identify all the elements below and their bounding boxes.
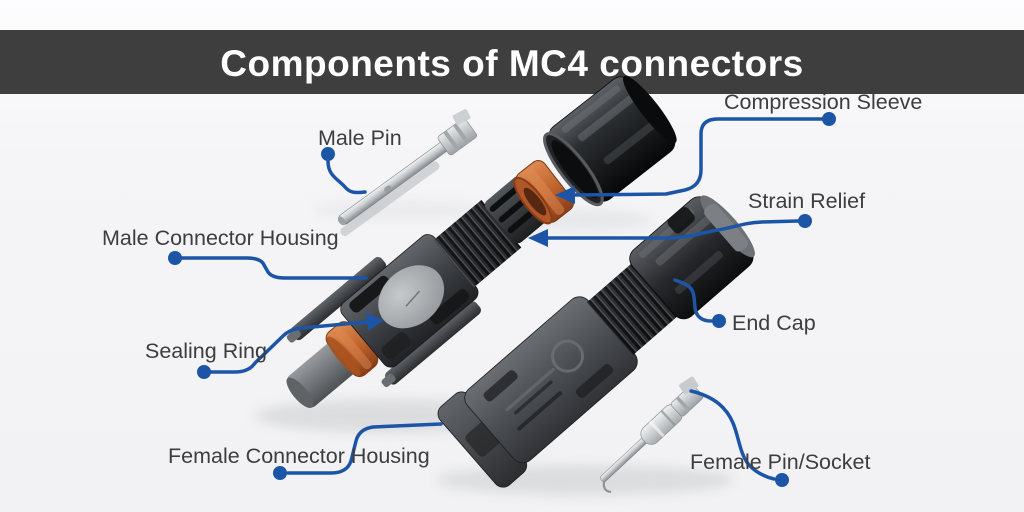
sealing-ring-illustration — [325, 321, 379, 377]
male-pin-illustration — [337, 109, 477, 237]
leader-strain-relief — [528, 214, 812, 247]
label-male-pin: Male Pin — [318, 126, 402, 150]
leader-arrowhead — [528, 229, 548, 247]
leader-dot — [775, 473, 789, 487]
leader-line — [180, 256, 368, 280]
leader-end-cap — [673, 278, 726, 328]
leader-compression-sleeve — [555, 112, 836, 204]
page-title: Components of MC4 connectors — [220, 43, 803, 84]
male-connector-housing-illustration — [286, 175, 552, 409]
leader-line — [673, 278, 713, 323]
leader-dot — [168, 251, 182, 265]
leader-line — [689, 389, 776, 481]
leader-male-connector-housing — [168, 251, 368, 280]
leader-line — [209, 320, 368, 374]
leader-dot — [197, 365, 211, 379]
leader-arrowhead — [555, 186, 575, 204]
leader-line — [545, 219, 800, 240]
leader-dot — [321, 147, 335, 161]
leader-dot — [273, 466, 287, 480]
leader-arrowhead — [366, 313, 384, 331]
leader-female-connector-housing — [273, 422, 443, 480]
leader-dot — [822, 112, 836, 126]
leader-line — [286, 422, 443, 475]
leader-line — [572, 117, 824, 197]
leader-line — [326, 159, 367, 195]
leader-sealing-ring — [197, 313, 384, 379]
label-end-cap: End Cap — [732, 311, 816, 335]
compression-sleeve-illustration — [513, 160, 574, 225]
leader-lines — [168, 112, 836, 487]
part-labels: Male Pin Compression Sleeve Strain Relie… — [102, 90, 922, 474]
label-sealing-ring: Sealing Ring — [145, 339, 267, 363]
label-female-pin-socket: Female Pin/Socket — [690, 450, 870, 474]
title-bar-background — [0, 30, 1024, 94]
leader-female-pin-socket — [689, 389, 789, 487]
label-male-connector-housing: Male Connector Housing — [102, 226, 339, 250]
compression-nut-illustration — [543, 75, 677, 207]
leader-male-pin — [321, 147, 367, 195]
title-bar: Components of MC4 connectors — [0, 30, 1024, 94]
leader-dot — [798, 214, 812, 228]
label-compression-sleeve: Compression Sleeve — [724, 90, 922, 114]
label-female-connector-housing: Female Connector Housing — [168, 444, 430, 468]
leader-dot — [712, 314, 726, 328]
label-strain-relief: Strain Relief — [748, 189, 865, 213]
